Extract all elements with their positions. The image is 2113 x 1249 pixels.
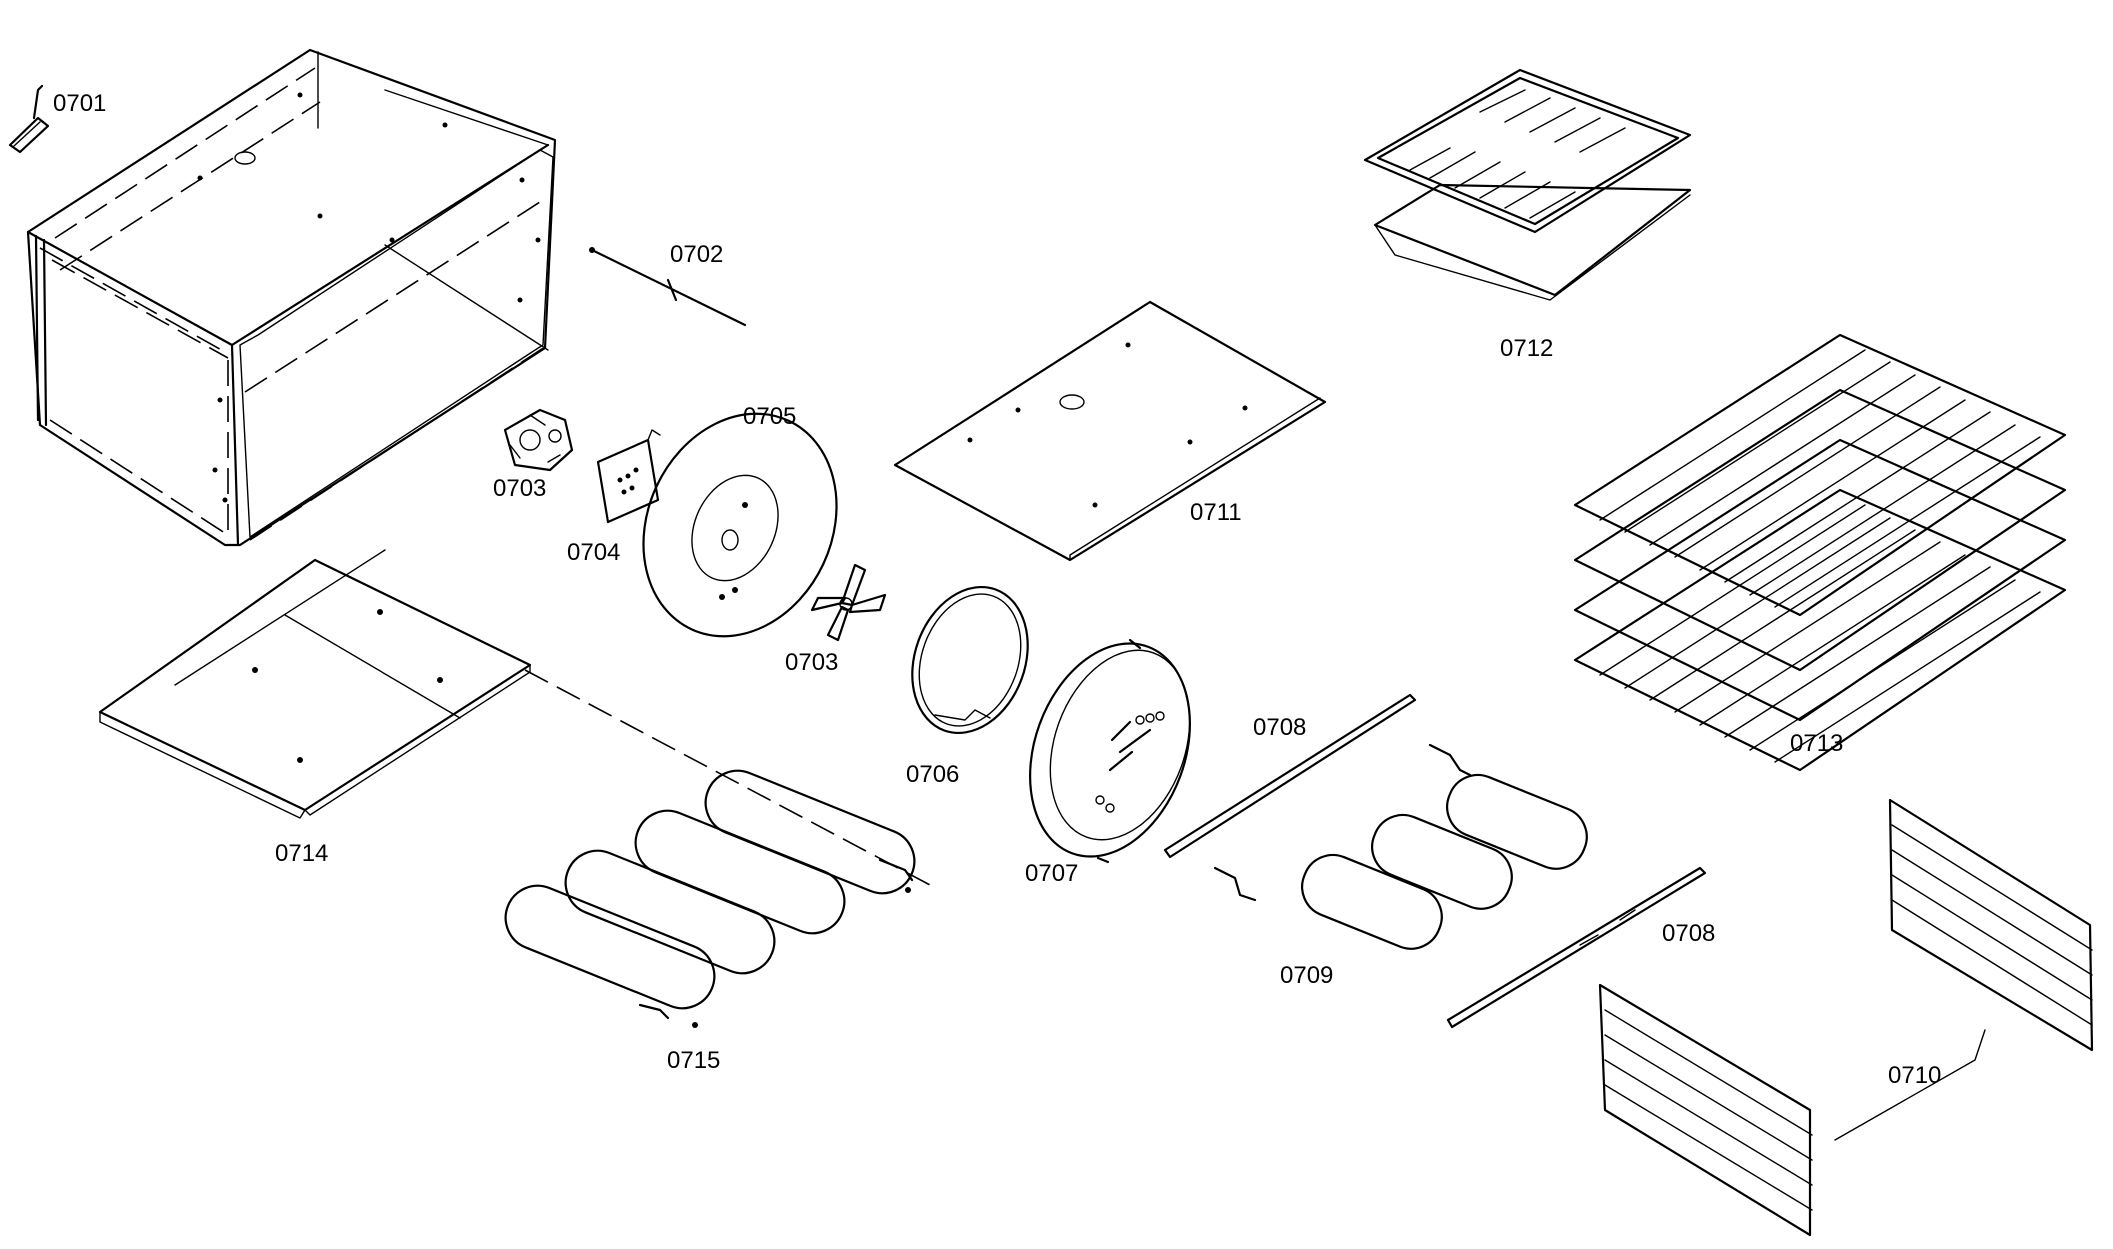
label-0713: 0713 [1790, 730, 1843, 757]
part-0703-motor [503, 408, 574, 472]
label-0701: 0701 [53, 90, 106, 117]
part-0706-ring [911, 585, 1029, 735]
label-0715: 0715 [667, 1047, 720, 1074]
label-0703-b: 0703 [785, 649, 838, 676]
part-0709-element [1213, 743, 1588, 950]
label-0710: 0710 [1888, 1062, 1941, 1089]
part-0704-plate [596, 429, 661, 524]
part-0701-clip [8, 84, 50, 154]
label-0708-a: 0708 [1253, 714, 1306, 741]
part-0713-racks [1573, 333, 2067, 772]
part-0707-cover [1029, 638, 1191, 864]
part-0711-panel [893, 300, 1327, 562]
label-0703-a: 0703 [493, 475, 546, 502]
label-0708-b: 0708 [1662, 920, 1715, 947]
part-0703-fan [810, 563, 887, 642]
part-0715-element [504, 769, 916, 1028]
label-0706: 0706 [906, 761, 959, 788]
part-0710-side-racks [1598, 798, 2094, 1237]
label-0705: 0705 [743, 403, 796, 430]
oven-cavity [26, 48, 557, 547]
label-0709: 0709 [1280, 962, 1333, 989]
label-0704: 0704 [567, 539, 620, 566]
part-0708-rail-lower [1446, 866, 1707, 1029]
label-0707: 0707 [1025, 860, 1078, 887]
label-0712: 0712 [1500, 335, 1553, 362]
label-0711: 0711 [1190, 499, 1242, 526]
part-0702-rod [589, 247, 747, 327]
part-0705-disc [642, 412, 838, 638]
part-0708-rail-upper [1163, 693, 1417, 859]
label-0702: 0702 [670, 241, 723, 268]
part-0712-broil-pan [1363, 68, 1692, 301]
label-0714: 0714 [275, 840, 328, 867]
part-0714-tray [98, 549, 931, 886]
